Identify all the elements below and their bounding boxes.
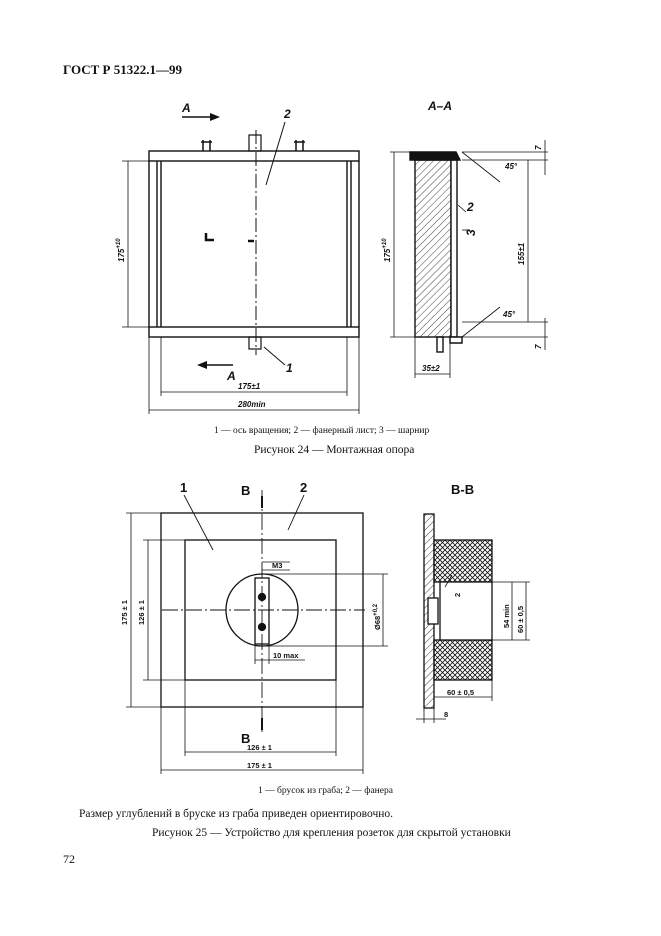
page-number: 72 (63, 852, 75, 866)
fig25-dim-diameter: Ø68+0,2 (373, 603, 382, 630)
fig25-section-callout-2: 2 (453, 593, 462, 597)
fig24-dim-outer-width: 280min (237, 400, 266, 409)
document-header: ГОСТ Р 51322.1—99 (63, 62, 182, 77)
fig25-section-view (416, 513, 530, 723)
fig24-front-view (122, 113, 360, 414)
fig24-dim-height: 175+10 (116, 238, 126, 262)
fig24-section-mark-top: A (181, 101, 191, 115)
fig25-dim-inner-w: 126 ± 1 (247, 743, 272, 752)
fig24-section-callout-2: 2 (466, 200, 474, 214)
fig24-section-mark-bottom: A (226, 369, 236, 383)
fig24-legend: 1 — ось вращения; 2 — фанерный лист; 3 —… (214, 426, 430, 436)
fig25-dim-8: 8 (444, 710, 448, 719)
fig24-section-dim-height: 175+10 (382, 238, 392, 262)
fig25-legend: 1 — брусок из граба; 2 — фанера (258, 786, 393, 796)
fig24-dim-bottom: 7 (534, 344, 543, 349)
fig25-dim-60-h: 60 ± 0,5 (447, 688, 474, 697)
fig24-caption: Рисунок 24 — Монтажная опора (254, 444, 415, 456)
fig24-callout-1: 1 (286, 361, 293, 375)
fig25-dim-60-v: 60 ± 0,5 (516, 606, 525, 633)
fig24-section-view (390, 140, 548, 378)
fig24-dim-hinge-span: 155±1 (517, 242, 526, 265)
fig25-dim-outer-h: 175 ± 1 (120, 600, 129, 625)
fig25-dim-54min: 54 min (502, 604, 511, 628)
fig24-section-callout-3: 3 (464, 229, 478, 236)
fig25-caption: Рисунок 25 — Устройство для крепления ро… (152, 827, 511, 839)
fig25-section-mark-bottom: B (241, 731, 250, 746)
fig24-dim-depth: 35±2 (422, 364, 440, 373)
fig24-section-title: A–A (427, 99, 452, 113)
fig25-section-mark-top: B (241, 483, 250, 498)
fig24-dim-top: 7 (534, 145, 543, 150)
fig25-front-view (126, 490, 388, 774)
fig24-callout-2: 2 (283, 107, 291, 121)
fig25-dim-outer-w: 175 ± 1 (247, 761, 272, 770)
fig25-dim-10max: 10 max (273, 651, 299, 660)
fig24-angle-bottom: 45° (502, 310, 516, 319)
fig25-dim-inner-h: 126 ± 1 (137, 600, 146, 625)
fig24-dim-inner-width: 175±1 (238, 382, 261, 391)
fig25-callout-2: 2 (300, 480, 307, 495)
fig25-section-title: B-B (451, 482, 474, 497)
fig25-note: Размер углублений в бруске из граба прив… (79, 808, 394, 820)
fig24-angle-top: 45° (504, 162, 518, 171)
fig25-dim-m3: M3 (272, 561, 282, 570)
fig25-callout-1: 1 (180, 480, 187, 495)
